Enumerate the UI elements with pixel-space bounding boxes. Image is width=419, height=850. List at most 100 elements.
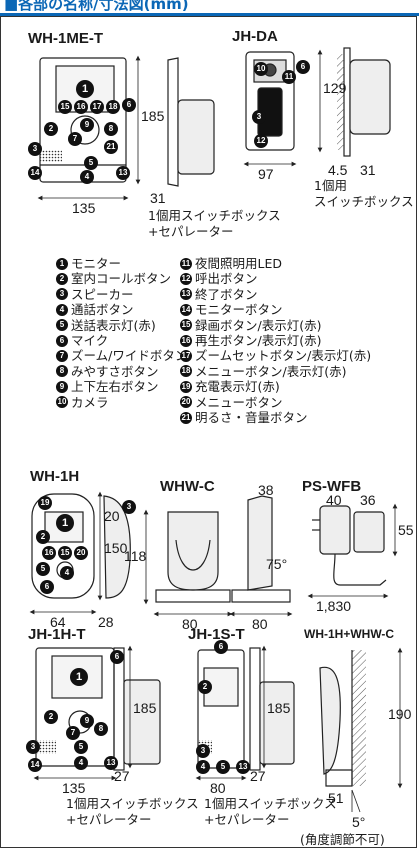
note-jh1st-box: 1個用スイッチボックス +セパレーター [204,796,337,827]
note-jhda-box: 1個用 スイッチボックス [314,178,414,209]
callout-21: 21 [104,140,118,154]
dim-pswfb-width: 40 [326,492,342,508]
dim-combo-height: 190 [388,706,412,722]
dim-jhda-depth-1: 4.5 [328,162,348,178]
legend-number-badge: 21 [180,411,192,424]
callout-jhda-3: 3 [252,110,266,124]
legend-label: 終了ボタン [195,286,258,302]
callout-8: 8 [104,122,118,136]
callout-13: 13 [116,166,130,180]
callout-jhda-10: 10 [254,62,268,76]
callout-1: 1 [76,80,94,98]
callout-jh1st-2: 2 [198,680,212,694]
dim-wh1h-width: 64 [50,614,66,630]
dim-pswfb-height: 55 [398,522,414,538]
legend-number-badge: 2 [56,273,68,286]
callout-jhda-12: 12 [254,134,268,148]
callout-wh1h-20: 20 [74,546,88,560]
note-wh1met-box: 1個用スイッチボックス +セパレーター [148,208,281,239]
callout-wh1h-16: 16 [42,546,56,560]
callout-15: 15 [58,100,72,114]
wh1h-side [103,495,131,599]
dim-jh1st-depth: 27 [250,768,266,784]
legend-label: 夜間照明用LED [195,256,282,271]
legend-number-badge: 12 [180,273,192,286]
legend-number-badge: 5 [56,319,68,332]
legend-label: 再生ボタン/表示灯(赤) [195,332,322,348]
legend-number-badge: 14 [180,303,192,316]
dim-pswfb-cord: 1,830 [316,598,352,614]
legend-number-badge: 17 [180,350,192,363]
callout-jh1ht-3: 3 [26,740,40,754]
section-title: ■各部の名称/寸法図(mm) [4,0,189,13]
whwc-side [231,495,291,603]
model-name-jh1st: JH-1S-T [188,626,245,643]
note-jh1ht-box: 1個用スイッチボックス +セパレーター [66,796,199,827]
dim-wh1h-depth: 28 [98,614,114,630]
callout-4: 4 [80,170,94,184]
callout-jh1ht-1: 1 [70,668,88,686]
callout-3: 3 [28,142,42,156]
callout-jh1ht-14: 14 [28,758,42,772]
callout-jh1ht-13: 13 [104,756,118,770]
legend-number-badge: 4 [56,303,68,316]
callout-7: 7 [68,132,82,146]
header-rule [0,13,419,16]
wh1met-side [167,57,215,187]
legend-label: マイク [71,332,109,348]
callout-jh1ht-6: 6 [110,650,124,664]
callout-jh1ht-8: 8 [94,722,108,736]
legend-label: みやすさボタン [71,363,159,379]
whwc-front [155,511,231,603]
combo-wall-mount [319,650,366,787]
model-name-jhda: JH-DA [232,28,278,45]
dim-whwc-width-1: 80 [182,616,198,632]
content-border [0,16,417,848]
callout-14: 14 [28,166,42,180]
legend-number-badge: 9 [56,380,68,393]
callout-jh1ht-5: 5 [74,740,88,754]
dim-jh1ht-depth: 27 [114,768,130,784]
callout-jh1st-6: 6 [214,640,228,654]
dim-whwc-depth: 38 [258,482,274,498]
callout-6: 6 [122,98,136,112]
legend-label: 明るさ・音量ボタン [195,409,308,425]
dim-jh1ht-height: 185 [133,700,157,716]
legend-label: 送話表示灯(赤) [71,317,156,333]
legend-label: ズームセットボタン/表示灯(赤) [195,348,372,364]
legend-label: スピーカー [71,286,134,302]
callout-2: 2 [44,122,58,136]
callout-wh1h-6: 6 [40,580,54,594]
callout-jh1st-4: 4 [196,760,210,774]
jhda-side [337,47,391,157]
dimension-lines [29,49,403,813]
callout-wh1h-2: 2 [36,530,50,544]
legend-number-badge: 6 [56,334,68,347]
callout-wh1h-19: 19 [38,496,52,510]
dim-combo-depth: 51 [328,790,344,806]
dim-whwc-angle: 75° [266,556,288,572]
legend-number-badge: 18 [180,365,192,378]
dim-wh1met-width: 135 [72,200,96,216]
legend-label: メニューボタン [195,394,283,410]
dim-jhda-width: 97 [258,166,274,182]
legend-label: 通話ボタン [71,302,134,318]
section-header: ■各部の名称/寸法図(mm) [0,0,419,16]
